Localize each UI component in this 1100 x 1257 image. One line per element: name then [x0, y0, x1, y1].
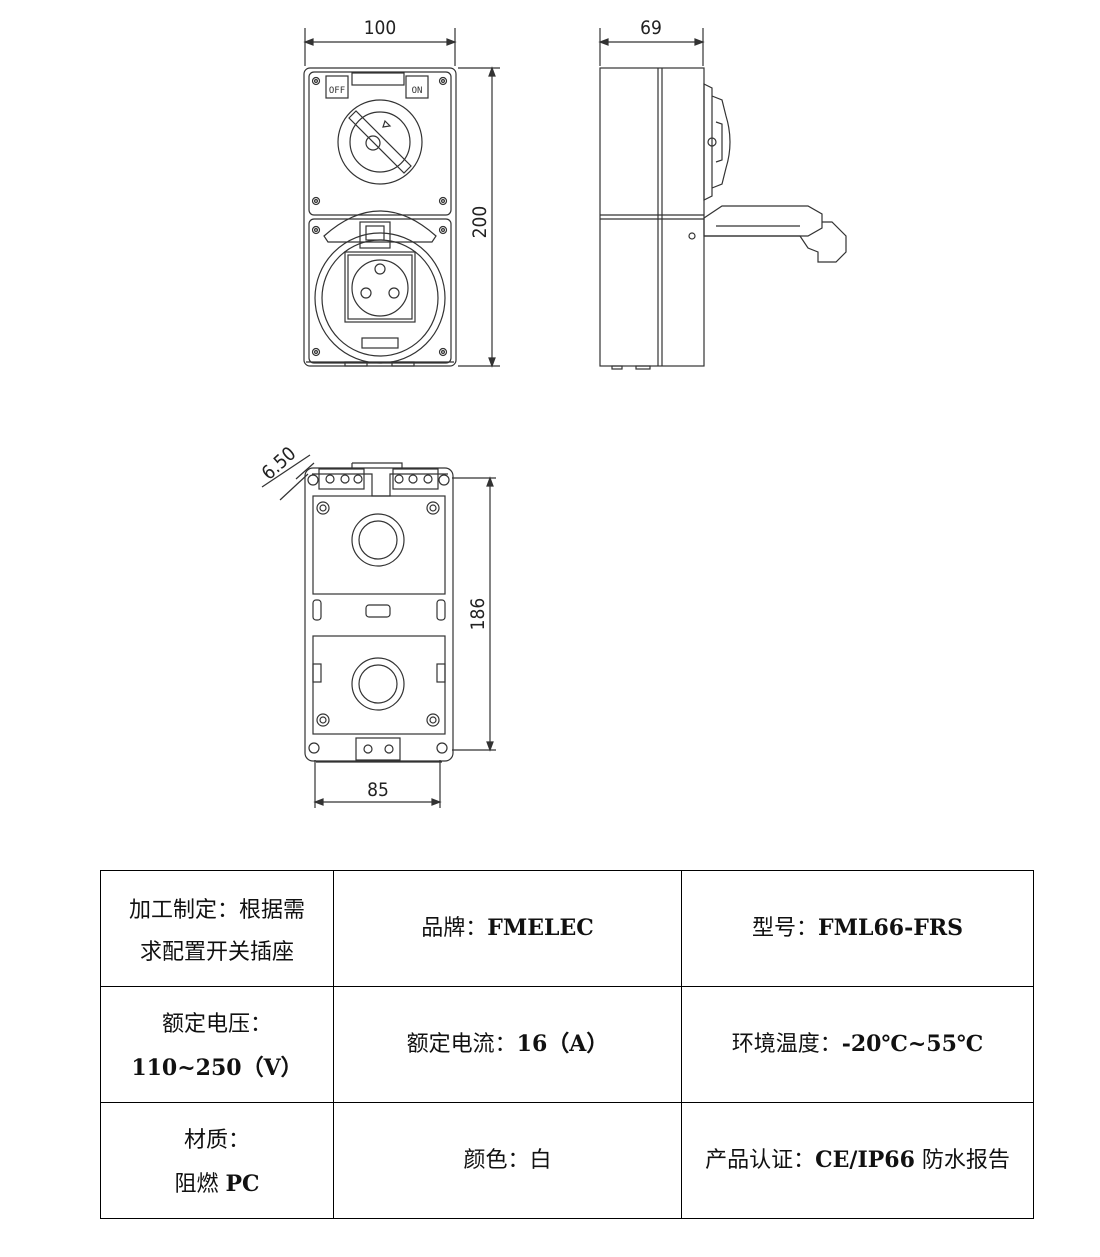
- mount-width-label: 85: [367, 779, 389, 801]
- spec-model-value: FML66-FRS: [818, 914, 963, 941]
- spec-color-label: 颜色：: [463, 1147, 530, 1173]
- side-depth-label: 69: [640, 17, 662, 39]
- side-socket-lid: [688, 205, 847, 263]
- socket-face: [351, 259, 409, 317]
- front-width-dimension: 100: [303, 17, 457, 66]
- spec-brand-label: 品牌：: [421, 915, 488, 941]
- front-view: 100 200 OFF ON: [303, 17, 500, 368]
- spec-material-value-prefix: 阻燃: [174, 1171, 226, 1197]
- rotary-switch-ring: [337, 99, 423, 185]
- rotary-switch-handle-icon: [348, 110, 412, 174]
- mount-height-dimension: 186: [452, 476, 496, 752]
- spec-material-value: PC: [225, 1170, 260, 1197]
- switch-off-label: OFF: [329, 86, 345, 96]
- spec-customization-line2: 求配置开关插座: [139, 939, 294, 965]
- spec-current-cell: 额定电流：16（A）: [333, 986, 682, 1103]
- spec-material-label: 材质：: [183, 1127, 250, 1153]
- spec-voltage-value: 110~250（V）: [131, 1054, 303, 1081]
- socket-lid-hinge: [323, 210, 437, 243]
- spec-temperature-value: -20℃~55℃: [841, 1030, 984, 1057]
- side-switch-knob: [703, 83, 713, 201]
- spec-material-cell: 材质： 阻燃 PC: [100, 1102, 334, 1219]
- mount-height-label: 186: [467, 598, 489, 631]
- spec-color-value: 白: [529, 1147, 552, 1173]
- earth-pin-hole: [374, 263, 386, 275]
- spec-certification-value: CE/IP66: [815, 1146, 915, 1173]
- spec-row: 加工制定：根据需 求配置开关插座 品牌：FMELEC 型号：FML66-FRS: [100, 870, 1034, 987]
- spec-temperature-label: 环境温度：: [731, 1031, 842, 1057]
- spec-voltage-label: 额定电压：: [161, 1011, 272, 1037]
- spec-current-label: 额定电流：: [406, 1031, 517, 1057]
- spec-voltage-cell: 额定电压： 110~250（V）: [100, 986, 334, 1103]
- upper-knockout-hole: [351, 513, 405, 567]
- spec-color-cell: 颜色：白: [333, 1102, 682, 1219]
- mounting-view: 6.50 186 85: [257, 443, 496, 808]
- front-width-label: 100: [364, 17, 397, 39]
- spec-customization-line1: 加工制定：根据需: [128, 897, 305, 923]
- side-housing: [599, 67, 705, 367]
- spec-row: 额定电压： 110~250（V） 额定电流：16（A） 环境温度：-20℃~55…: [100, 986, 1034, 1103]
- switch-on-label: ON: [412, 86, 423, 96]
- spec-certification-label: 产品认证：: [705, 1147, 816, 1173]
- front-height-dimension: 200: [458, 66, 500, 368]
- mount-width-dimension: 85: [313, 760, 442, 808]
- technical-drawings: 100 200 OFF ON: [257, 17, 847, 808]
- socket-ring: [314, 232, 446, 364]
- front-height-label: 200: [469, 206, 491, 239]
- spec-table: 加工制定：根据需 求配置开关插座 品牌：FMELEC 型号：FML66-FRS …: [100, 870, 1034, 1219]
- spec-current-value: 16（A）: [516, 1030, 609, 1057]
- mount-hole-offset-label: 6.50: [257, 443, 300, 485]
- spec-temperature-cell: 环境温度：-20℃~55℃: [681, 986, 1034, 1103]
- spec-model-label: 型号：: [752, 915, 819, 941]
- pin-hole-right: [388, 287, 400, 299]
- lower-knockout-hole: [351, 657, 405, 711]
- spec-customization-cell: 加工制定：根据需 求配置开关插座: [100, 870, 334, 987]
- spec-model-cell: 型号：FML66-FRS: [681, 870, 1034, 987]
- spec-certification-cell: 产品认证：CE/IP66 防水报告: [681, 1102, 1034, 1219]
- switch-module: OFF ON: [308, 71, 452, 216]
- spec-certification-suffix: 防水报告: [914, 1147, 1010, 1173]
- side-view: 69: [598, 17, 847, 370]
- socket-module: [308, 210, 452, 364]
- back-plate: [304, 467, 454, 762]
- pin-hole-left: [360, 287, 372, 299]
- spec-row: 材质： 阻燃 PC 颜色：白 产品认证：CE/IP66 防水报告: [100, 1102, 1034, 1219]
- spec-brand-value: FMELEC: [487, 914, 594, 941]
- spec-brand-cell: 品牌：FMELEC: [333, 870, 682, 987]
- side-depth-dimension: 69: [598, 17, 705, 66]
